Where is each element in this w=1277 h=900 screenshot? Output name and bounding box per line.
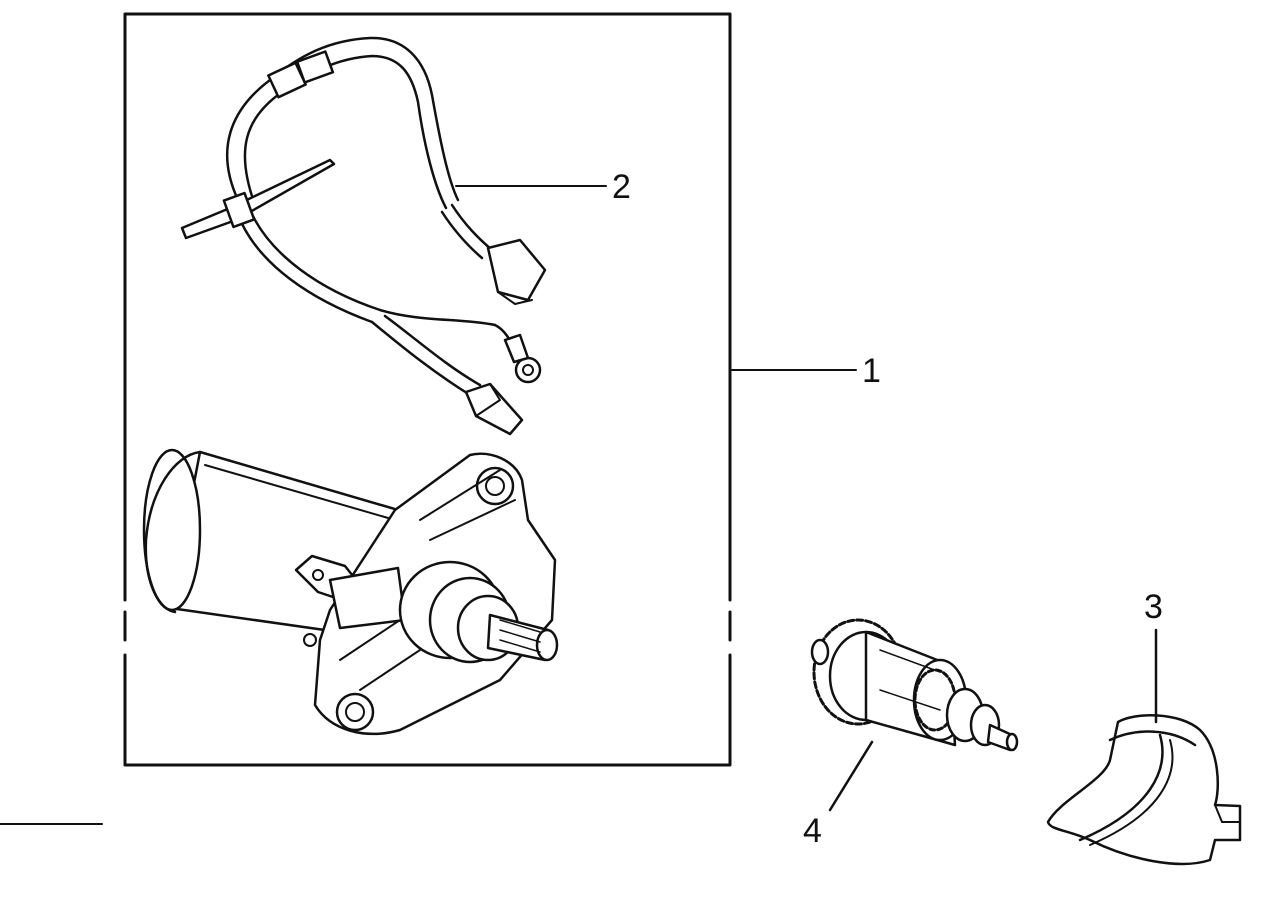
starter-motor-icon <box>142 448 559 736</box>
wire-harness-icon <box>180 36 547 436</box>
starter-clutch-gear-icon <box>810 618 1019 752</box>
cover-bracket-icon <box>1046 714 1242 866</box>
callout-3: 3 <box>1144 588 1163 626</box>
callout-2: 2 <box>612 168 631 206</box>
callout-1: 1 <box>862 352 881 390</box>
leader-lines <box>455 185 1158 812</box>
assembly-frame <box>123 12 732 767</box>
callout-4: 4 <box>803 812 822 850</box>
